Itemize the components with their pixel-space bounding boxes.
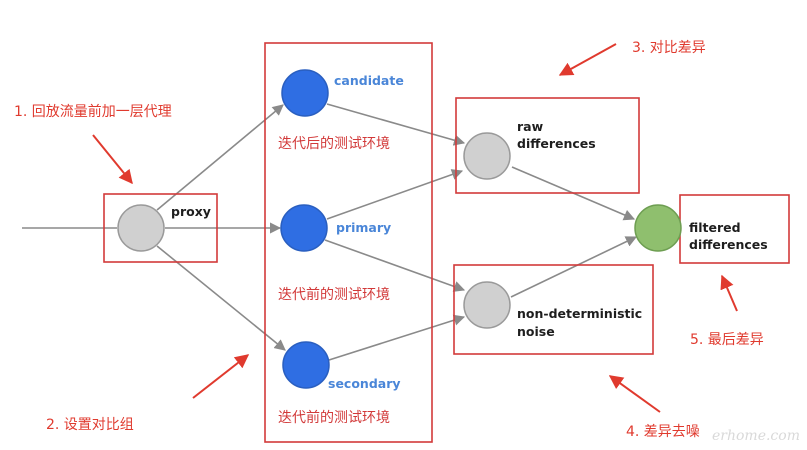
- callout-step1: 1. 回放流量前加一层代理: [14, 103, 172, 120]
- env-label-after-iteration: 迭代后的测试环境: [278, 136, 390, 152]
- edge-noise-to-filtered: [510, 236, 638, 298]
- primary-node: [280, 204, 328, 252]
- edge-primary-to-raw: [326, 169, 464, 220]
- callout-arrow-step2: [192, 354, 250, 399]
- raw-differences-label-line1: raw: [517, 119, 544, 134]
- callout-arrow-step4: [608, 375, 661, 413]
- noise-node: [463, 281, 511, 329]
- secondary-node: [282, 341, 330, 389]
- raw-differences-node: [463, 132, 511, 180]
- noise-label-line2: noise: [517, 324, 555, 339]
- callout-arrow-step3: [558, 43, 617, 76]
- edge-candidate-to-raw: [326, 103, 466, 146]
- callout-step3: 3. 对比差异: [632, 40, 706, 56]
- edge-primary-to-noise: [324, 239, 466, 292]
- filtered-differences-label-line2: differences: [689, 237, 768, 252]
- edge-secondary-to-noise: [328, 314, 466, 361]
- raw-differences-label-line2: differences: [517, 136, 596, 151]
- proxy-label: proxy: [171, 204, 211, 219]
- primary-label: primary: [336, 220, 391, 235]
- env-label-before-iteration-secondary: 迭代前的测试环境: [278, 409, 390, 426]
- secondary-label: secondary: [328, 376, 401, 391]
- callout-arrow-step5: [720, 274, 738, 312]
- callout-step4: 4. 差异去噪: [626, 424, 700, 440]
- filtered-differences-label-line1: filtered: [689, 220, 741, 235]
- comparison-group-frame: [264, 42, 433, 443]
- proxy-node: [117, 204, 165, 252]
- noise-frame: [453, 264, 654, 355]
- callout-step5: 5. 最后差异: [690, 332, 764, 348]
- edge-proxy-to-candidate: [156, 104, 284, 211]
- noise-label-line1: non-deterministic: [517, 306, 642, 321]
- watermark: erhome.com: [712, 428, 800, 444]
- candidate-label: candidate: [334, 73, 404, 88]
- callout-step2: 2. 设置对比组: [46, 417, 134, 433]
- raw-differences-frame: [455, 97, 640, 194]
- edge-proxy-to-secondary: [156, 245, 286, 351]
- proxy-frame: [103, 193, 218, 263]
- env-label-before-iteration-primary: 迭代前的测试环境: [278, 286, 390, 303]
- candidate-node: [281, 69, 329, 117]
- callout-arrow-step1: [92, 134, 133, 185]
- filtered-differences-node: [634, 204, 682, 252]
